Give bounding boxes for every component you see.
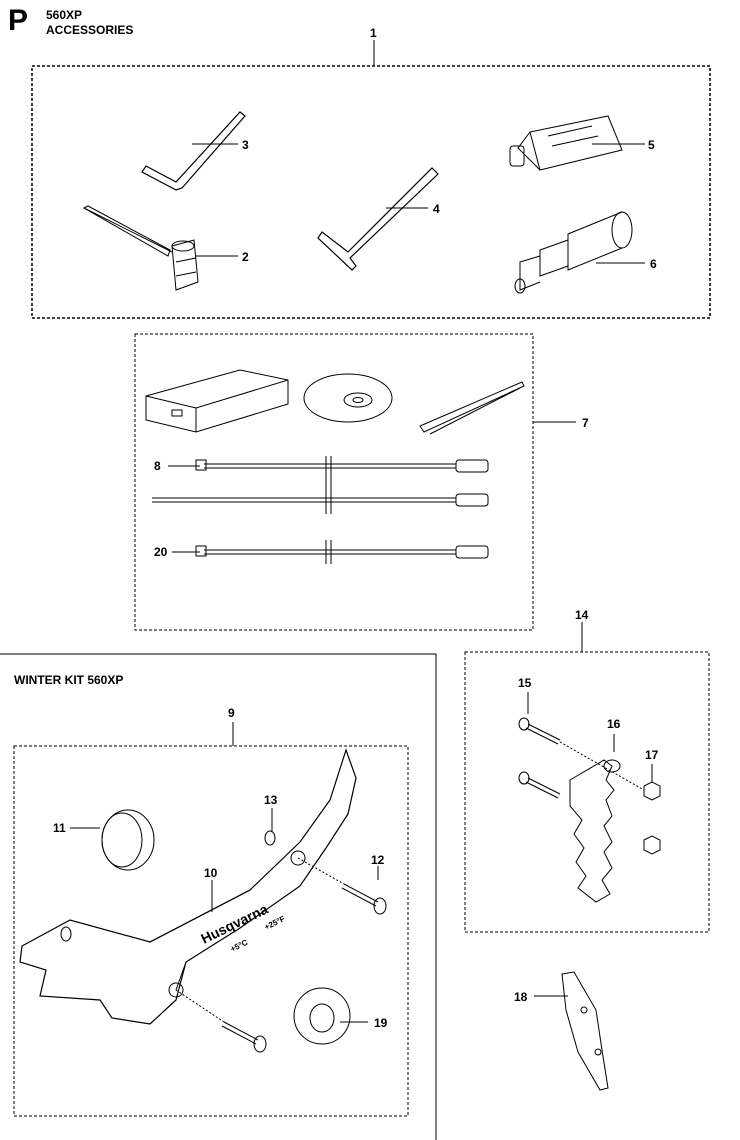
- callout-19: 19: [374, 1016, 388, 1030]
- page-title: ACCESSORIES: [46, 23, 134, 37]
- callout-6: 6: [650, 257, 657, 271]
- section-letter: P: [8, 4, 29, 37]
- callout-12: 12: [371, 853, 385, 867]
- temp-label-left: +5°C: [229, 938, 249, 954]
- callout-11: 11: [53, 821, 66, 835]
- winter-kit-title: WINTER KIT 560XP: [14, 673, 124, 687]
- winter-kit-frame: [0, 653, 437, 1140]
- brand-label: Husqvarna: [198, 901, 270, 947]
- callout-10: 10: [204, 866, 218, 880]
- kit-9-group-box: [13, 745, 409, 1117]
- kit-14-group-box: [464, 651, 710, 933]
- callout-17: 17: [645, 748, 659, 762]
- callout-13: 13: [264, 793, 278, 807]
- callout-5: 5: [648, 138, 655, 152]
- callout-16: 16: [607, 717, 621, 731]
- callout-20: 20: [154, 545, 168, 559]
- callout-1: 1: [370, 26, 377, 40]
- callout-3: 3: [242, 138, 249, 152]
- callout-15: 15: [518, 676, 532, 690]
- callout-2: 2: [242, 250, 249, 264]
- callout-4: 4: [433, 202, 440, 216]
- kit-7-group-box: [134, 333, 534, 631]
- callout-18: 18: [514, 990, 528, 1004]
- callout-9: 9: [228, 706, 235, 720]
- callout-14: 14: [575, 608, 589, 622]
- callout-8: 8: [154, 459, 161, 473]
- model-number: 560XP: [46, 8, 83, 22]
- accessories-group-box: [31, 65, 711, 319]
- callout-7: 7: [582, 416, 589, 430]
